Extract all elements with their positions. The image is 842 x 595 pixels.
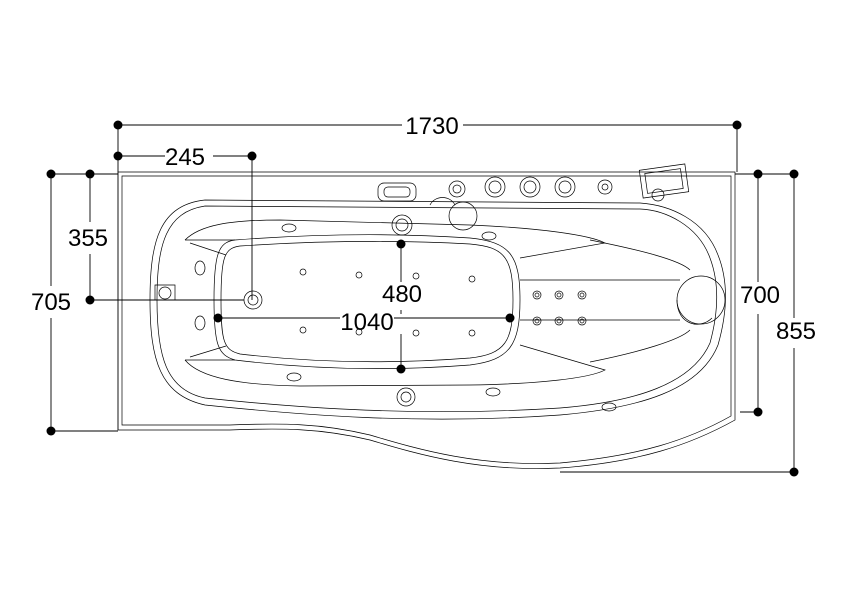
label-355: 355 [68,225,108,252]
dim-max-width: 855 [560,169,816,477]
label-1730: 1730 [405,113,458,140]
label-705: 705 [31,289,71,316]
tub-basin [184,219,691,387]
dim-side-width: 700 [735,169,780,417]
dim-drain-depth: 355 [68,169,244,305]
dim-end-width: 705 [31,169,118,436]
dim-inner-depth: 480 [382,239,422,374]
dim-overall-length: 1730 [113,113,742,172]
label-855: 855 [776,318,816,345]
label-700: 700 [740,282,780,309]
label-480: 480 [382,281,422,308]
tub-accessories [154,163,690,412]
label-1040: 1040 [340,309,393,336]
label-245: 245 [165,144,205,171]
dim-inner-length: 1040 [213,309,515,336]
dim-drain-offset: 245 [113,144,257,300]
headrest [676,275,726,325]
